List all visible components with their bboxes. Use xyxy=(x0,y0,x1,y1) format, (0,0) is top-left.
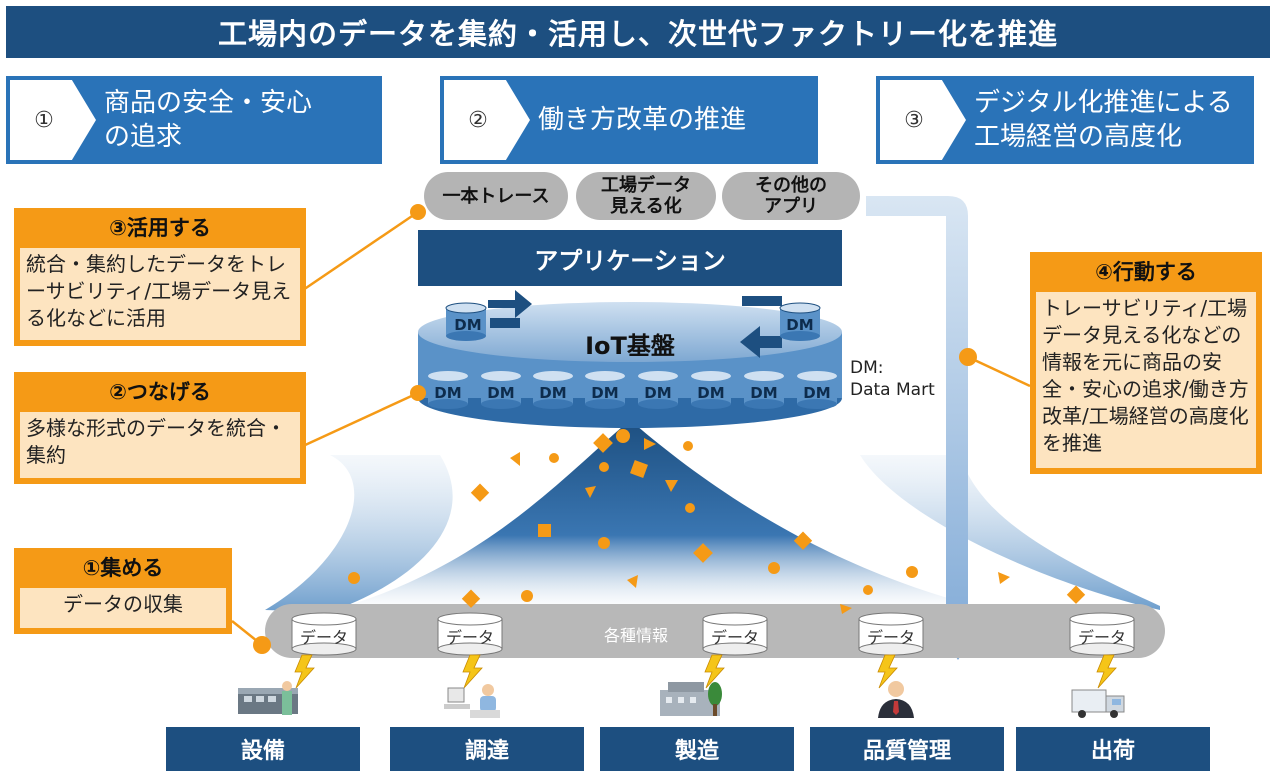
dm-label: DM xyxy=(591,384,619,402)
destination-equipment: 設備 xyxy=(166,727,360,771)
page-title: 工場内のデータを集約・活用し、次世代ファクトリー化を推進 xyxy=(6,6,1270,58)
dm-label: DM xyxy=(786,316,814,334)
arrow-right-icon xyxy=(488,290,532,318)
destination-shipping: 出荷 xyxy=(1016,727,1210,771)
dm-legend: DM: Data Mart xyxy=(850,358,935,400)
dm-cylinder-row xyxy=(428,371,837,409)
down-arrow-icon xyxy=(866,196,990,660)
shipping-truck-icon xyxy=(1071,689,1125,718)
funnel-flare-left xyxy=(265,455,453,612)
platform-top xyxy=(418,302,842,362)
arrow-left-icon xyxy=(742,296,782,306)
dm-label: DM xyxy=(644,384,672,402)
step-use-box: ③活用する 統合・集約したデータをトレーサビリティ/工場データ見える化などに活用 xyxy=(14,208,306,346)
step-act-box: ④行動する トレーサビリティ/工場データ見える化などの情報を元に商品の安全・安心… xyxy=(1030,252,1262,474)
funnel xyxy=(332,420,1000,612)
dm-cylinder-top-right xyxy=(779,302,821,341)
step-act-heading: ④行動する xyxy=(1095,260,1197,284)
goal-number: ③ xyxy=(904,107,924,133)
goal-text: 商品の安全・安心の追求 xyxy=(104,88,313,152)
connector-lines xyxy=(231,210,1031,646)
funnel-flare-right xyxy=(860,455,1160,610)
application-bar: アプリケーション xyxy=(418,230,842,286)
goal-2: ② 働き方改革の推進 xyxy=(440,76,818,164)
data-label: データ xyxy=(445,628,494,647)
step-connect-body: 多様な形式のデータを統合・集約 xyxy=(20,412,300,478)
app-pill-visualization: 工場データ見える化 xyxy=(576,172,716,220)
dm-label: DM xyxy=(434,384,462,402)
lightning-icons xyxy=(294,654,1117,689)
connector-dots xyxy=(253,204,977,654)
goal-3: ③ デジタル化推進による工場経営の高度化 xyxy=(876,76,1254,164)
dm-label: DM xyxy=(539,384,567,402)
destination-procurement: 調達 xyxy=(390,727,584,771)
dm-cylinder-top-left xyxy=(445,302,487,341)
data-cylinders xyxy=(291,612,1135,656)
step-act-body: トレーサビリティ/工場データ見える化などの情報を元に商品の安全・安心の追求/働き… xyxy=(1036,292,1256,468)
data-label: データ xyxy=(299,628,348,647)
step-use-heading: ③活用する xyxy=(109,216,211,240)
destination-manufacturing: 製造 xyxy=(600,727,794,771)
data-particles xyxy=(348,429,1086,614)
data-label: データ xyxy=(1077,628,1126,647)
step-collect-body: データの収集 xyxy=(20,588,226,628)
goal-text: デジタル化推進による工場経営の高度化 xyxy=(974,88,1233,152)
step-connect-heading: ②つなげる xyxy=(109,380,211,404)
equipment-icon xyxy=(238,681,298,715)
goal-number: ② xyxy=(468,107,488,133)
step-collect-box: ①集める データの収集 xyxy=(14,548,232,634)
goal-number: ① xyxy=(34,107,54,133)
destination-quality: 品質管理 xyxy=(810,727,1004,771)
step-collect-heading: ①集める xyxy=(82,556,164,580)
dm-label: DM xyxy=(454,316,482,334)
info-label: 各種情報 xyxy=(603,626,668,645)
step-use-body: 統合・集約したデータをトレーサビリティ/工場データ見える化などに活用 xyxy=(20,248,300,340)
dm-label: DM xyxy=(803,384,831,402)
iot-platform-label: IoT基盤 xyxy=(585,332,675,360)
dm-label: DM xyxy=(750,384,778,402)
procurement-icon xyxy=(444,684,500,718)
factory-icon xyxy=(660,682,722,716)
dm-label: DM xyxy=(487,384,515,402)
step-connect-box: ②つなげる 多様な形式のデータを統合・集約 xyxy=(14,372,306,484)
data-label: データ xyxy=(866,628,915,647)
dm-label: DM xyxy=(697,384,725,402)
goal-text: 働き方改革の推進 xyxy=(538,105,747,135)
app-pill-other: その他のアプリ xyxy=(722,172,860,220)
app-pill-trace: 一本トレース xyxy=(424,172,568,220)
data-label: データ xyxy=(710,628,759,647)
goal-1: ① 商品の安全・安心の追求 xyxy=(6,76,382,164)
quality-manager-icon xyxy=(878,681,914,718)
